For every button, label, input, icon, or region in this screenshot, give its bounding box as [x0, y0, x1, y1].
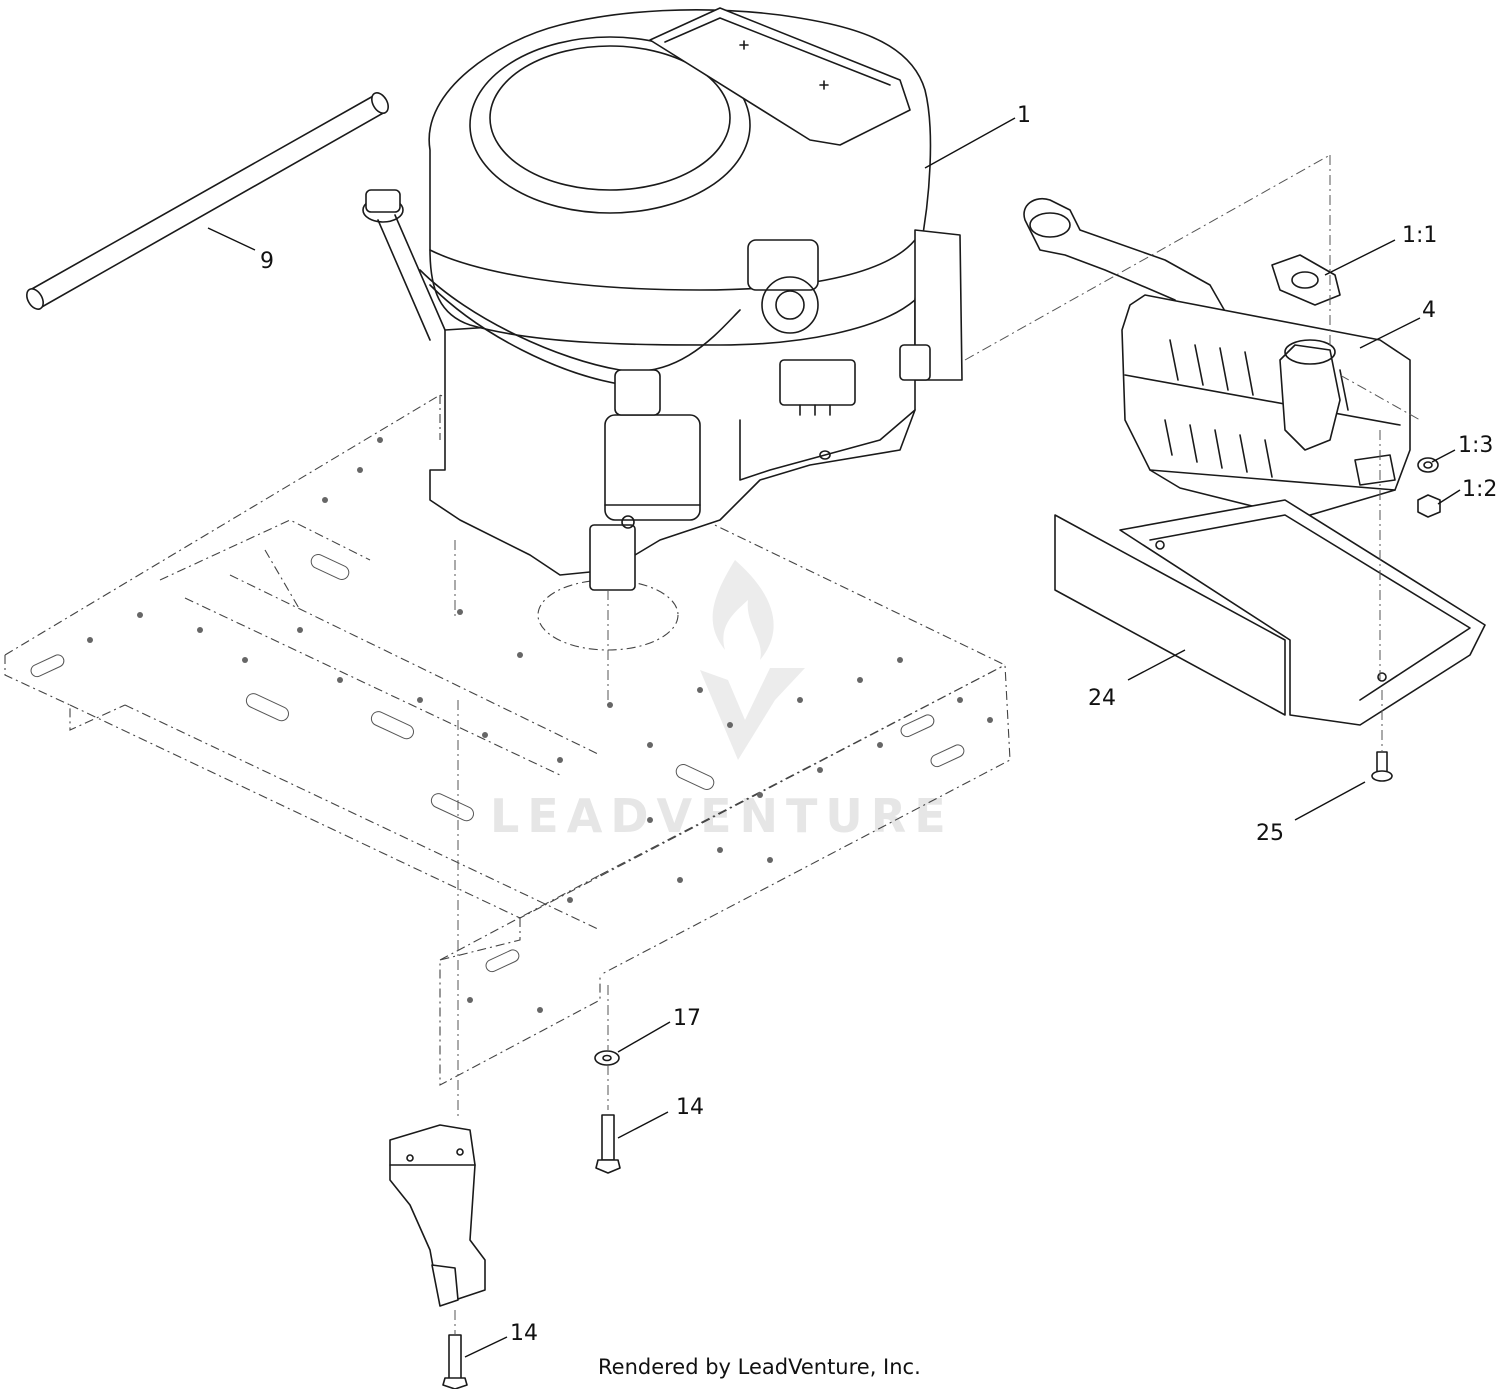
callout-1: 1: [1017, 103, 1031, 128]
callout-14-upper: 14: [676, 1095, 704, 1120]
callout-4: 4: [1422, 298, 1436, 323]
muffler: [1023, 198, 1411, 519]
callout-14-lower: 14: [510, 1321, 538, 1346]
center-lines: [454, 154, 1421, 1335]
callout-17: 17: [673, 1006, 701, 1031]
heat-shield: [1054, 499, 1486, 726]
watermark-text: LEADVENTURE: [490, 789, 954, 843]
callout-9: 9: [260, 249, 274, 274]
footer-credit: Rendered by LeadVenture, Inc.: [598, 1355, 921, 1379]
bolt-25: [1371, 751, 1393, 782]
callout-1-3: 1:3: [1458, 433, 1493, 458]
exhaust-gasket: [1271, 254, 1341, 306]
bolt-14-lower: [442, 1334, 468, 1389]
callout-1-1: 1:1: [1402, 223, 1437, 248]
callout-24: 24: [1088, 686, 1116, 711]
callout-1-2: 1:2: [1462, 477, 1497, 502]
engine: [362, 7, 963, 591]
nut-1-2: [1417, 494, 1441, 518]
washer-17: [594, 1050, 620, 1066]
callout-25: 25: [1256, 821, 1284, 846]
frame-phantom: [4, 394, 1011, 1086]
mount-bracket: [389, 1124, 486, 1307]
leader-lines: [207, 117, 1461, 1358]
oil-drain-hose: [26, 92, 389, 310]
bolt-14-upper: [595, 1114, 621, 1174]
watermark-logo: [700, 560, 805, 760]
